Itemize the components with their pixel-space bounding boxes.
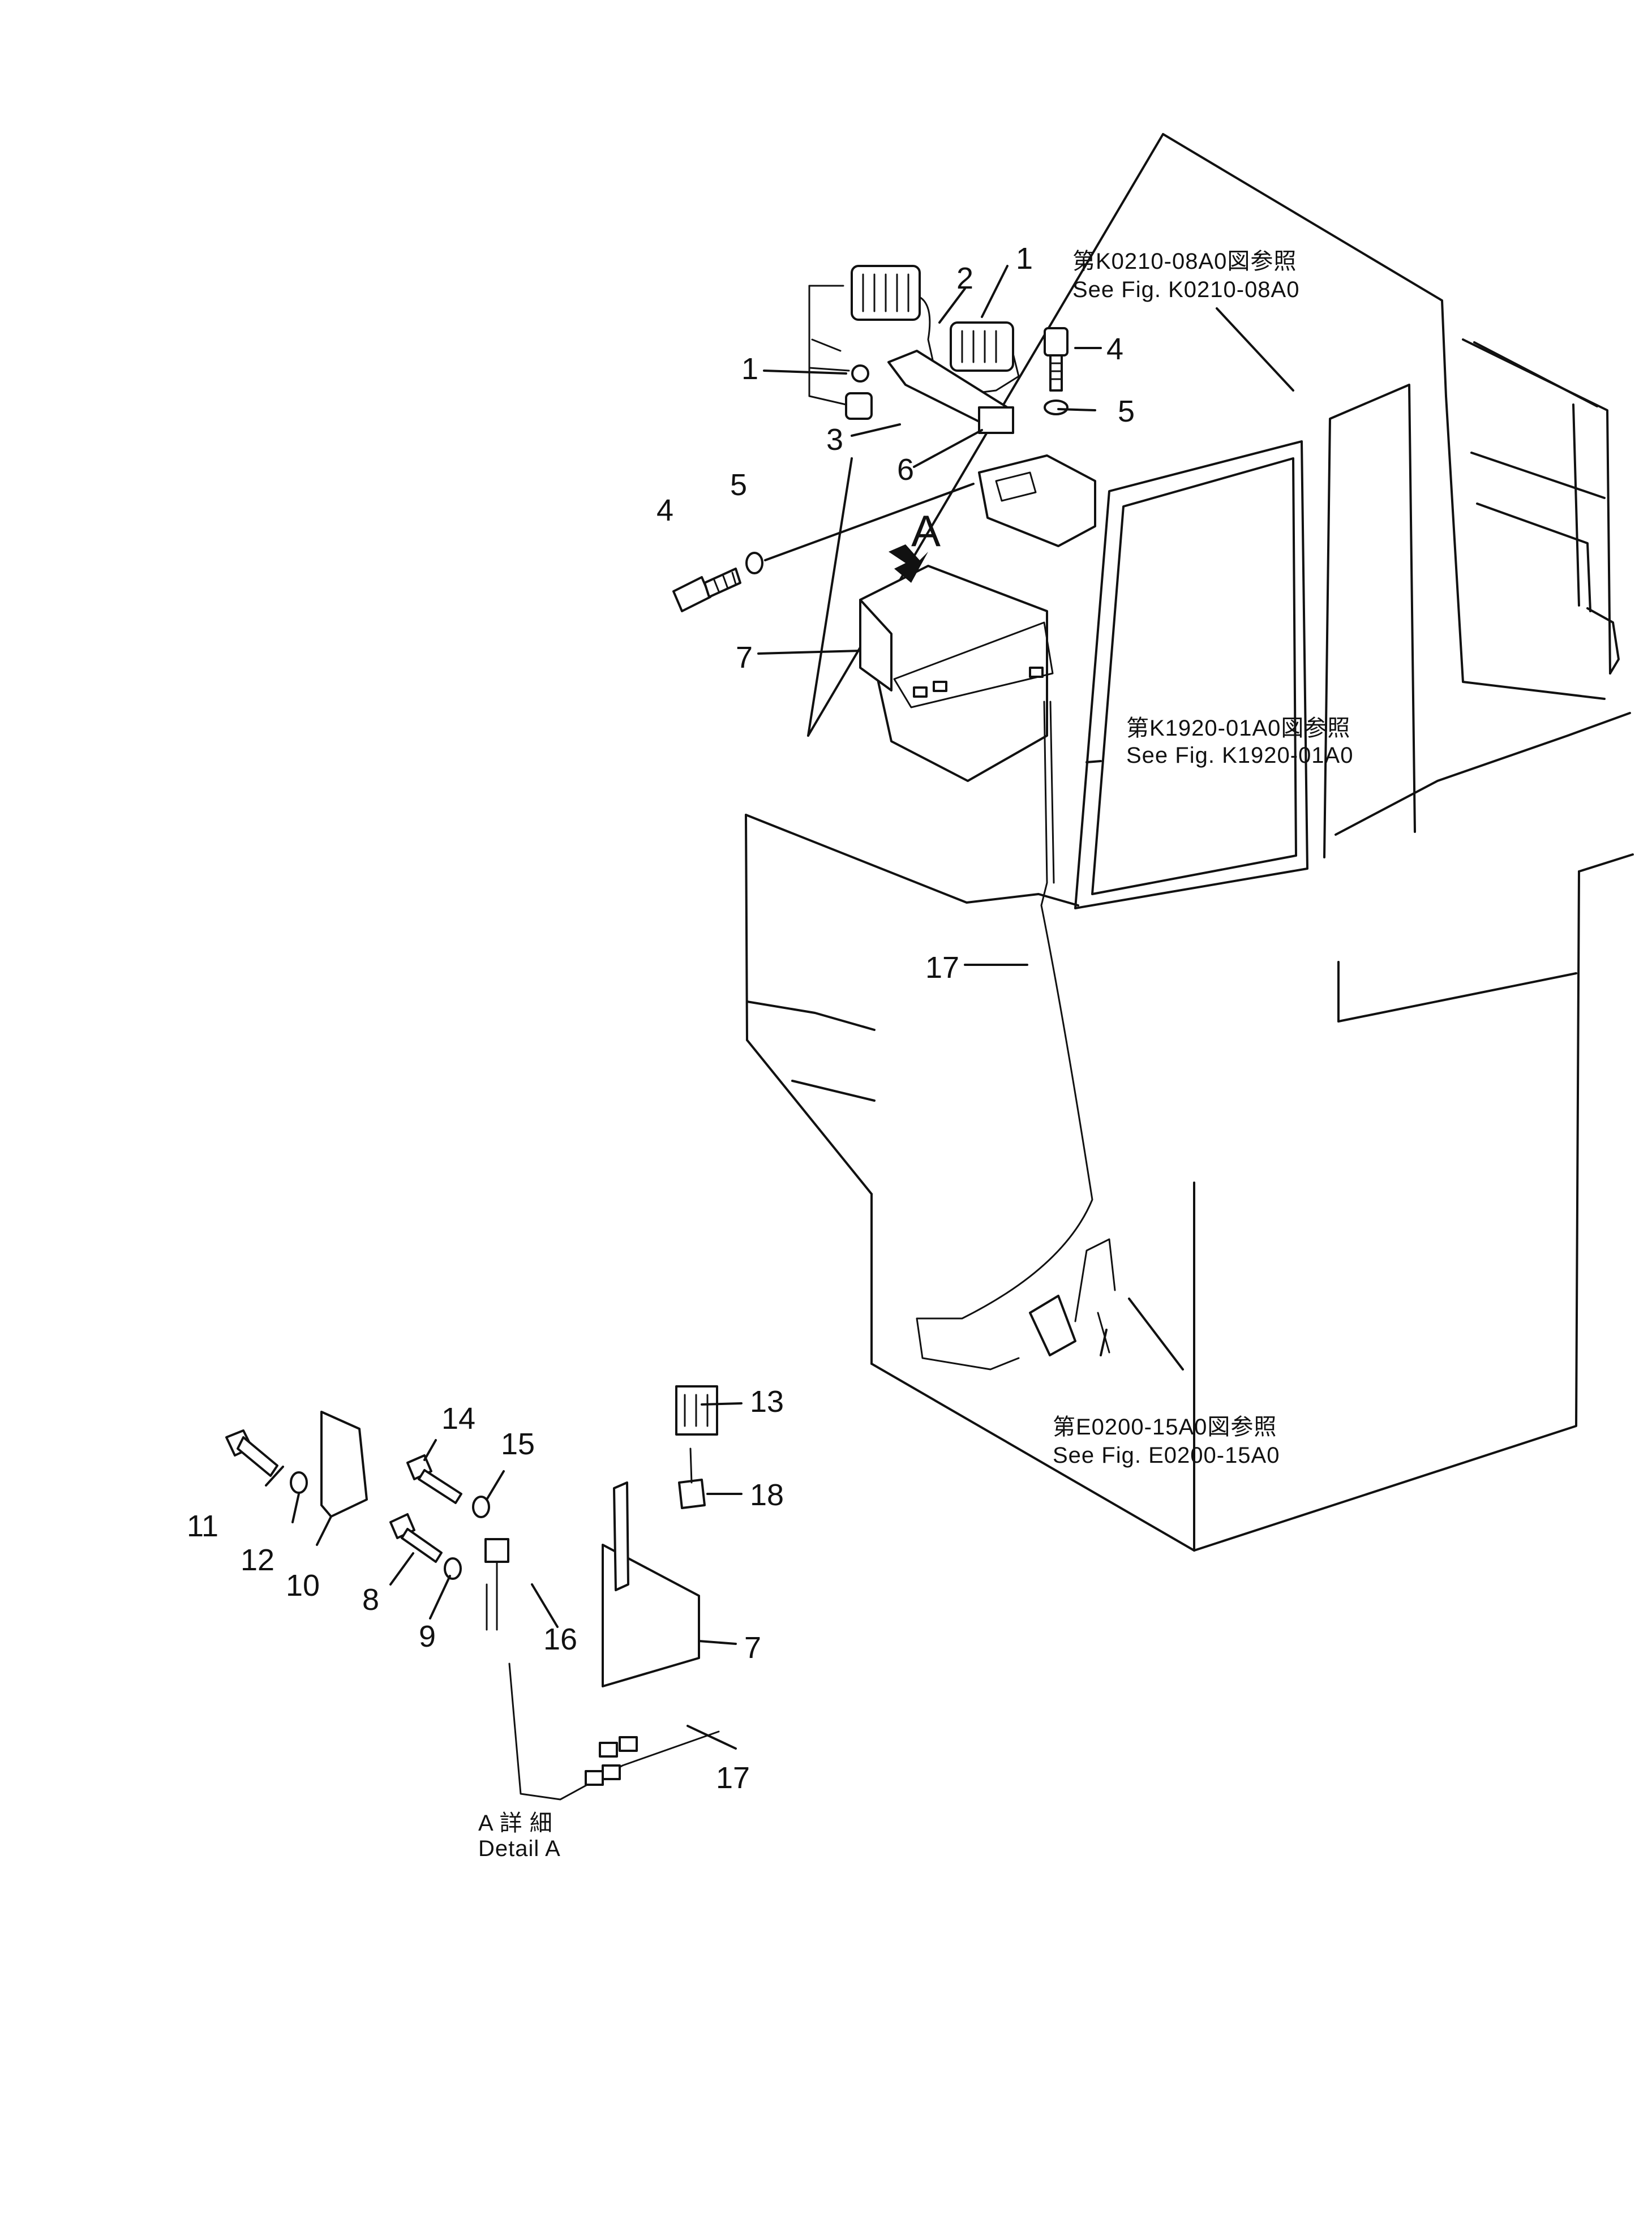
callout-7-detail: 7 <box>744 1631 761 1665</box>
callout-7-top: 7 <box>736 641 753 675</box>
mount-bracket <box>859 599 892 691</box>
callout-4-right: 4 <box>1106 332 1123 366</box>
bolt-head-top <box>1044 327 1069 356</box>
work-lamp-assembly <box>808 265 1069 434</box>
washer-9 <box>444 1557 462 1580</box>
washer-top <box>1044 400 1069 415</box>
callout-numbers: 1 2 1 3 6 4 5 4 5 7 17 A 13 18 7 17 16 1… <box>187 242 1135 1795</box>
in-cab-components <box>672 454 1116 1371</box>
lockwasher <box>851 364 869 383</box>
callout-18: 18 <box>750 1478 784 1512</box>
detail-arrow-icon <box>889 544 928 583</box>
washer-12 <box>290 1471 308 1494</box>
washer-left <box>745 552 763 574</box>
callout-16: 16 <box>543 1622 577 1656</box>
ref-k0210-en: See Fig. K0210-08A0 <box>1072 277 1299 302</box>
relay-box <box>978 406 1014 434</box>
lamp-right <box>950 321 1014 372</box>
ref-k1920-en: See Fig. K1920-01A0 <box>1126 743 1353 768</box>
ref-e0200-en: See Fig. E0200-15A0 <box>1053 1443 1280 1468</box>
callout-5-left: 5 <box>730 468 747 502</box>
callout-2: 2 <box>956 261 973 295</box>
callout-3: 3 <box>826 423 843 457</box>
detail-caption-jp: A 詳 細 <box>478 1811 553 1836</box>
relay-16 <box>484 1538 509 1563</box>
leader-lines <box>265 265 1102 1750</box>
ref-k1920-jp: 第K1920-01A0図参照 <box>1126 716 1350 741</box>
cab-body <box>745 133 1634 1552</box>
detail-caption: A 詳 細 Detail A <box>478 1811 561 1861</box>
cab-controller <box>978 454 1096 547</box>
detail-arrow-label: A <box>911 506 941 556</box>
callout-17-top: 17 <box>925 951 959 985</box>
callout-12: 12 <box>241 1543 274 1577</box>
nut <box>845 392 873 420</box>
callout-15: 15 <box>501 1427 535 1461</box>
ref-k0210-jp: 第K0210-08A0図参照 <box>1072 249 1297 274</box>
ref-e0200-jp: 第E0200-15A0図参照 <box>1053 1415 1277 1440</box>
plate <box>320 1411 368 1518</box>
callout-1-top: 1 <box>1016 242 1033 276</box>
horn <box>1029 1295 1076 1356</box>
detail-caption-en: Detail A <box>478 1836 561 1861</box>
callout-6: 6 <box>897 453 914 487</box>
callout-4-left: 4 <box>656 493 673 527</box>
callout-10: 10 <box>286 1569 320 1603</box>
buzzer-18 <box>678 1479 706 1509</box>
callout-8: 8 <box>362 1583 379 1617</box>
callout-1-left: 1 <box>741 352 758 386</box>
callout-5-right: 5 <box>1118 394 1135 428</box>
detail-a-drawing <box>225 1385 720 1801</box>
callout-9: 9 <box>419 1620 436 1653</box>
callout-14: 14 <box>441 1402 475 1436</box>
housing <box>859 565 1048 782</box>
callout-17-detail: 17 <box>716 1761 750 1795</box>
callout-11: 11 <box>187 1509 218 1543</box>
washer-15 <box>472 1496 490 1518</box>
figure-references: 第K0210-08A0図参照 See Fig. K0210-08A0 第K192… <box>1053 249 1353 1468</box>
reference-leaders <box>1085 307 1294 1371</box>
callout-13: 13 <box>750 1385 784 1419</box>
